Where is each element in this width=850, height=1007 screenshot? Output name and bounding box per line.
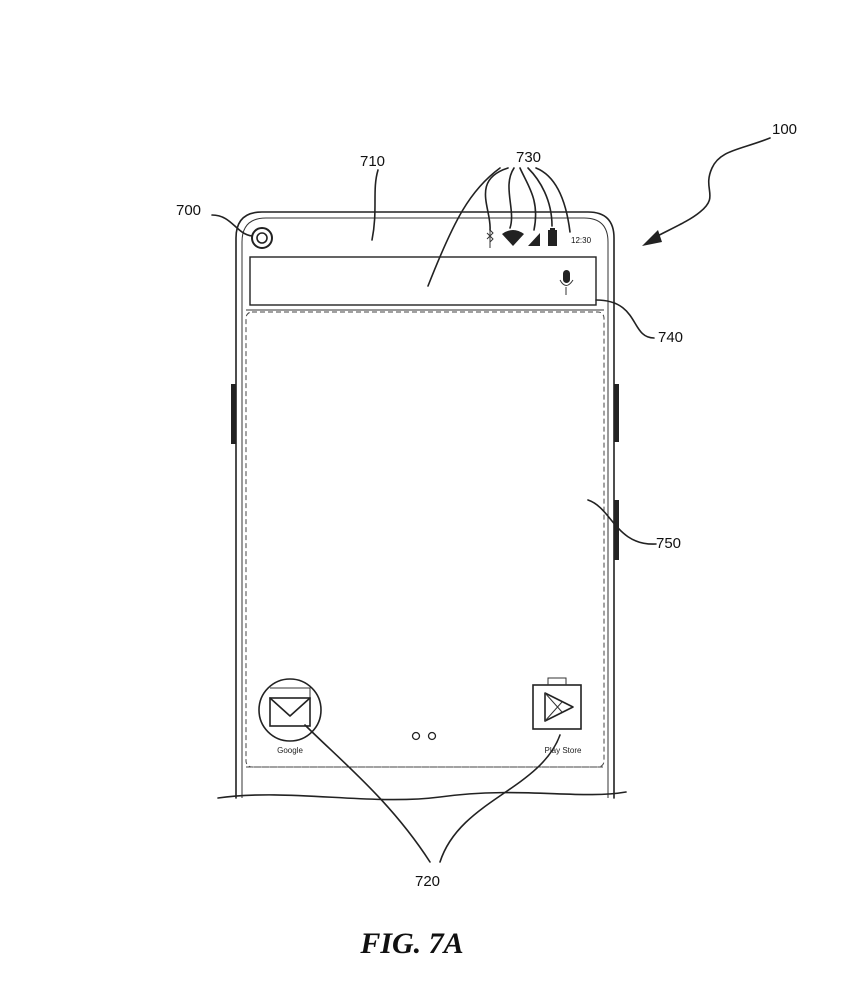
- app-label-play-store: Play Store: [545, 746, 582, 755]
- front-camera: [251, 227, 273, 249]
- bluetooth-icon: [486, 228, 494, 248]
- app-icon-play-store[interactable]: Play Store: [532, 677, 582, 755]
- figure-caption: FIG. 7A: [359, 927, 463, 960]
- right-volume-button: [614, 384, 619, 442]
- mail-icon: [269, 687, 311, 727]
- label-730: 730: [516, 149, 541, 166]
- right-power-button: [614, 500, 619, 560]
- label-720: 720: [415, 873, 440, 890]
- app-icon-google[interactable]: Google: [258, 678, 322, 755]
- page-dot: [411, 731, 421, 741]
- home-screen: [245, 309, 605, 768]
- label-700: 700: [176, 202, 201, 219]
- app-label-google: Google: [277, 746, 303, 755]
- left-side-button: [231, 384, 236, 444]
- status-time: 12:30: [571, 236, 592, 245]
- label-740: 740: [658, 329, 683, 346]
- microphone-icon[interactable]: [559, 270, 574, 295]
- battery-icon: [548, 228, 557, 246]
- label-100: 100: [772, 121, 797, 138]
- label-710: 710: [360, 153, 385, 170]
- label-750: 750: [656, 535, 681, 552]
- wifi-icon: [502, 230, 524, 246]
- status-bar: 12:30: [486, 228, 592, 248]
- page-indicator: [411, 731, 437, 741]
- page-dot: [427, 731, 437, 741]
- play-store-icon: [532, 677, 582, 730]
- leader-lines: [211, 137, 771, 863]
- cellular-signal-icon: [528, 233, 540, 246]
- search-bar[interactable]: [249, 256, 597, 306]
